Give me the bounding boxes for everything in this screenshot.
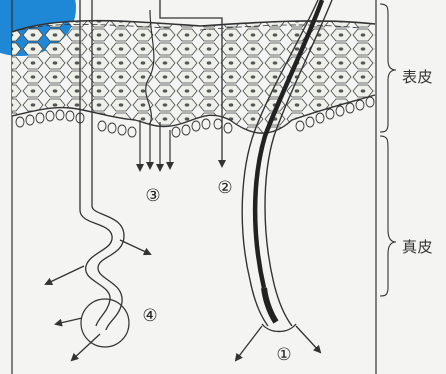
route-3-marker: ③	[142, 185, 164, 207]
epidermis-brace	[380, 4, 396, 132]
route-3-arrows	[140, 120, 170, 170]
epidermis-label: 表皮	[402, 66, 433, 87]
dermis-label: 真皮	[402, 236, 433, 257]
route-1-marker: ①	[273, 344, 295, 366]
route-4-marker: ④	[139, 305, 161, 327]
route-2-marker: ②	[214, 177, 236, 199]
dermis-brace	[380, 136, 396, 296]
sweat-gland-coil	[81, 299, 129, 347]
